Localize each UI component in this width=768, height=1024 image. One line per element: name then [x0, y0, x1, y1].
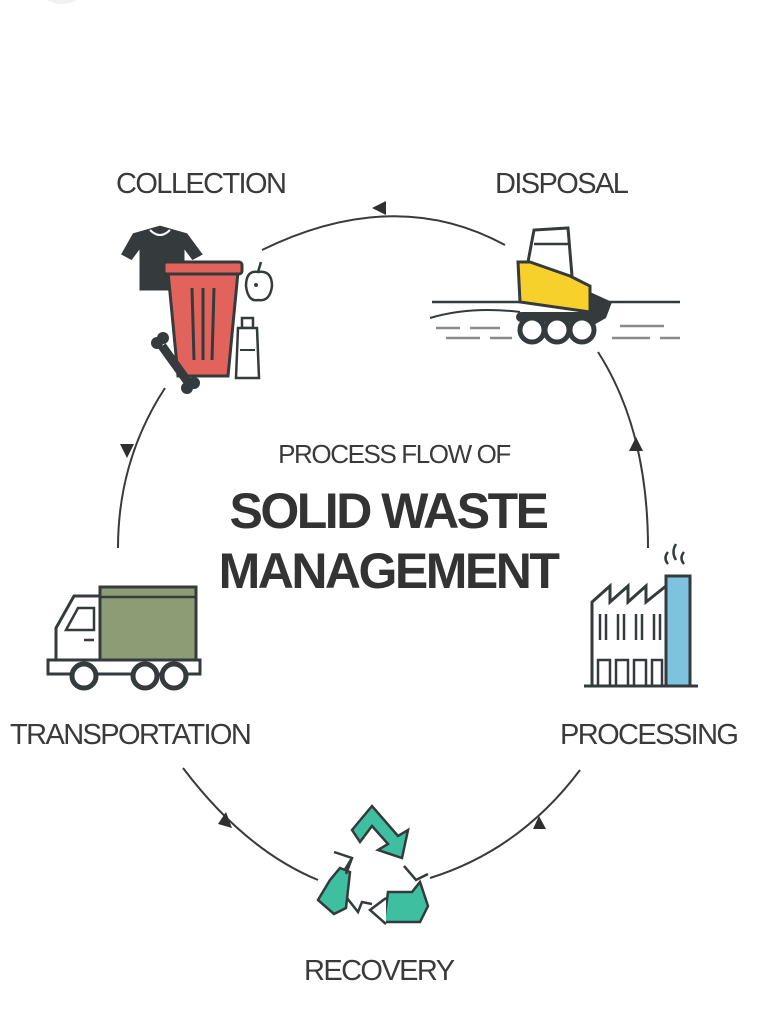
stage-label-collection: COLLECTION — [116, 168, 287, 200]
arc-collection-to-transportation — [117, 387, 166, 549]
arc-disposal-to-collection — [261, 215, 506, 251]
stage-label-recovery: RECOVERY — [304, 955, 455, 987]
arrow-to-recovery — [218, 812, 232, 828]
recycle-icon — [316, 804, 430, 925]
stage-label-disposal: DISPOSAL — [495, 168, 629, 200]
arrow-to-transportation — [120, 444, 134, 458]
apple-shape — [244, 261, 274, 302]
arc-recovery-to-processing — [429, 769, 581, 879]
cycle-arrows — [120, 201, 643, 829]
corner-mark — [40, 0, 84, 4]
arrow-to-collection — [372, 201, 386, 215]
stage-label-processing: PROCESSING — [560, 719, 739, 751]
cycle-arcs — [117, 215, 649, 881]
diagram-title-line-1: SOLID WASTE — [229, 483, 549, 539]
arc-transportation-to-recovery — [182, 767, 319, 881]
arrow-to-disposal — [629, 437, 643, 451]
bulldozer-icon — [429, 226, 680, 345]
diagram-subtitle: PROCESS FLOW OF — [278, 439, 511, 469]
arrow-to-processing — [533, 816, 546, 829]
trash-bin-icon — [116, 222, 274, 394]
bottle-shape — [234, 316, 261, 380]
diagram-title-line-2: MANAGEMENT — [218, 543, 560, 599]
factory-icon — [584, 543, 698, 688]
garbage-truck-icon — [46, 585, 202, 691]
stage-label-transportation: TRANSPORTATION — [10, 719, 252, 751]
bone-shape — [151, 332, 200, 394]
